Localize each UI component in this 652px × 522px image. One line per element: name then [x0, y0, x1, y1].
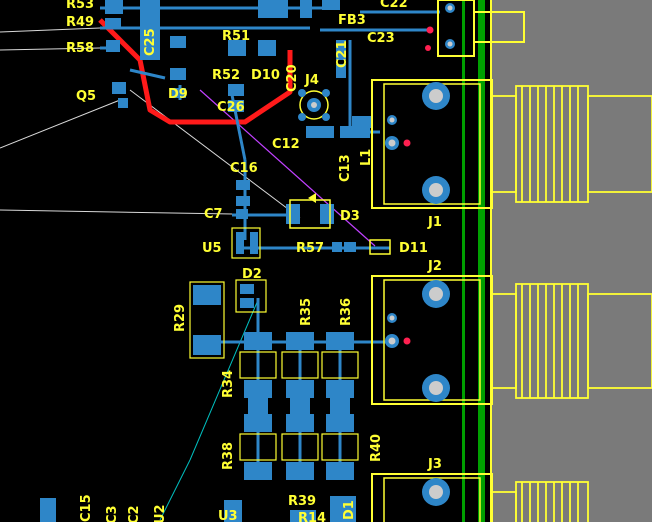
label-u3: U3 — [218, 509, 238, 522]
label-r58: R58 — [66, 41, 94, 56]
label-r14: R14 — [298, 511, 326, 522]
connector-top-right — [437, 0, 525, 57]
designator-labels: R53 R49 R58 Q5 C25 R51 R52 D10 C20 D9 C2… — [66, 0, 442, 522]
u5-outline — [231, 227, 261, 259]
label-c16: C16 — [230, 161, 258, 176]
label-r38: R38 — [221, 442, 236, 470]
label-c25: C25 — [143, 28, 158, 56]
label-c26: C26 — [217, 100, 245, 115]
label-r40: R40 — [369, 434, 384, 462]
label-c3: C3 — [105, 505, 120, 522]
outside-board-area — [492, 0, 652, 522]
via-markers — [403, 26, 434, 345]
label-l1: L1 — [359, 149, 374, 166]
label-c23: C23 — [367, 31, 395, 46]
board-edge-line — [462, 0, 465, 522]
smd-pads-bottom — [40, 496, 356, 522]
sma-thread-j2 — [491, 283, 652, 399]
label-r35: R35 — [299, 298, 314, 326]
sma-thread-j3 — [491, 481, 589, 522]
label-c20: C20 — [285, 64, 300, 92]
label-c12: C12 — [272, 137, 300, 152]
label-c2: C2 — [127, 505, 142, 522]
label-d10: D10 — [251, 68, 280, 83]
label-j4: J4 — [304, 73, 319, 88]
label-r52: R52 — [212, 68, 240, 83]
d3-outline — [289, 199, 331, 229]
label-j2: J2 — [427, 259, 442, 274]
d2-outline — [235, 279, 267, 313]
d11-outline — [369, 239, 391, 255]
j4-connector — [298, 89, 330, 121]
label-c21: C21 — [335, 40, 350, 68]
label-u5: U5 — [202, 241, 222, 256]
smd-pads-top — [105, 0, 372, 138]
label-r29: R29 — [173, 304, 188, 332]
label-u2: U2 — [153, 504, 168, 522]
label-d1: D1 — [342, 500, 357, 520]
ratsnest-lines — [159, 299, 259, 521]
label-r49: R49 — [66, 15, 94, 30]
smd-pads-resistors — [193, 285, 354, 480]
label-fb3: FB3 — [338, 13, 366, 28]
label-c13: C13 — [338, 154, 353, 182]
label-r51: R51 — [222, 29, 250, 44]
label-r39: R39 — [288, 494, 316, 509]
label-r34: R34 — [221, 370, 236, 398]
label-q5: Q5 — [76, 89, 96, 104]
label-r57: R57 — [296, 241, 324, 256]
label-c15: C15 — [79, 494, 94, 522]
label-d2: D2 — [242, 267, 262, 282]
label-j3: J3 — [427, 457, 442, 472]
ratsnest-line — [199, 89, 376, 247]
label-c22: C22 — [380, 0, 408, 11]
label-r36: R36 — [339, 298, 354, 326]
sma-thread-j1 — [491, 85, 652, 203]
label-d11: D11 — [399, 241, 428, 256]
label-j1: J1 — [427, 215, 442, 230]
resistor-outlines — [189, 281, 359, 461]
label-c7: C7 — [204, 207, 223, 222]
label-d9: D9 — [168, 87, 188, 102]
j1-connector — [371, 79, 493, 209]
board-edge-line — [478, 0, 485, 522]
d3-polarity-mark — [308, 193, 316, 203]
label-d3: D3 — [340, 209, 360, 224]
label-r53: R53 — [66, 0, 94, 12]
